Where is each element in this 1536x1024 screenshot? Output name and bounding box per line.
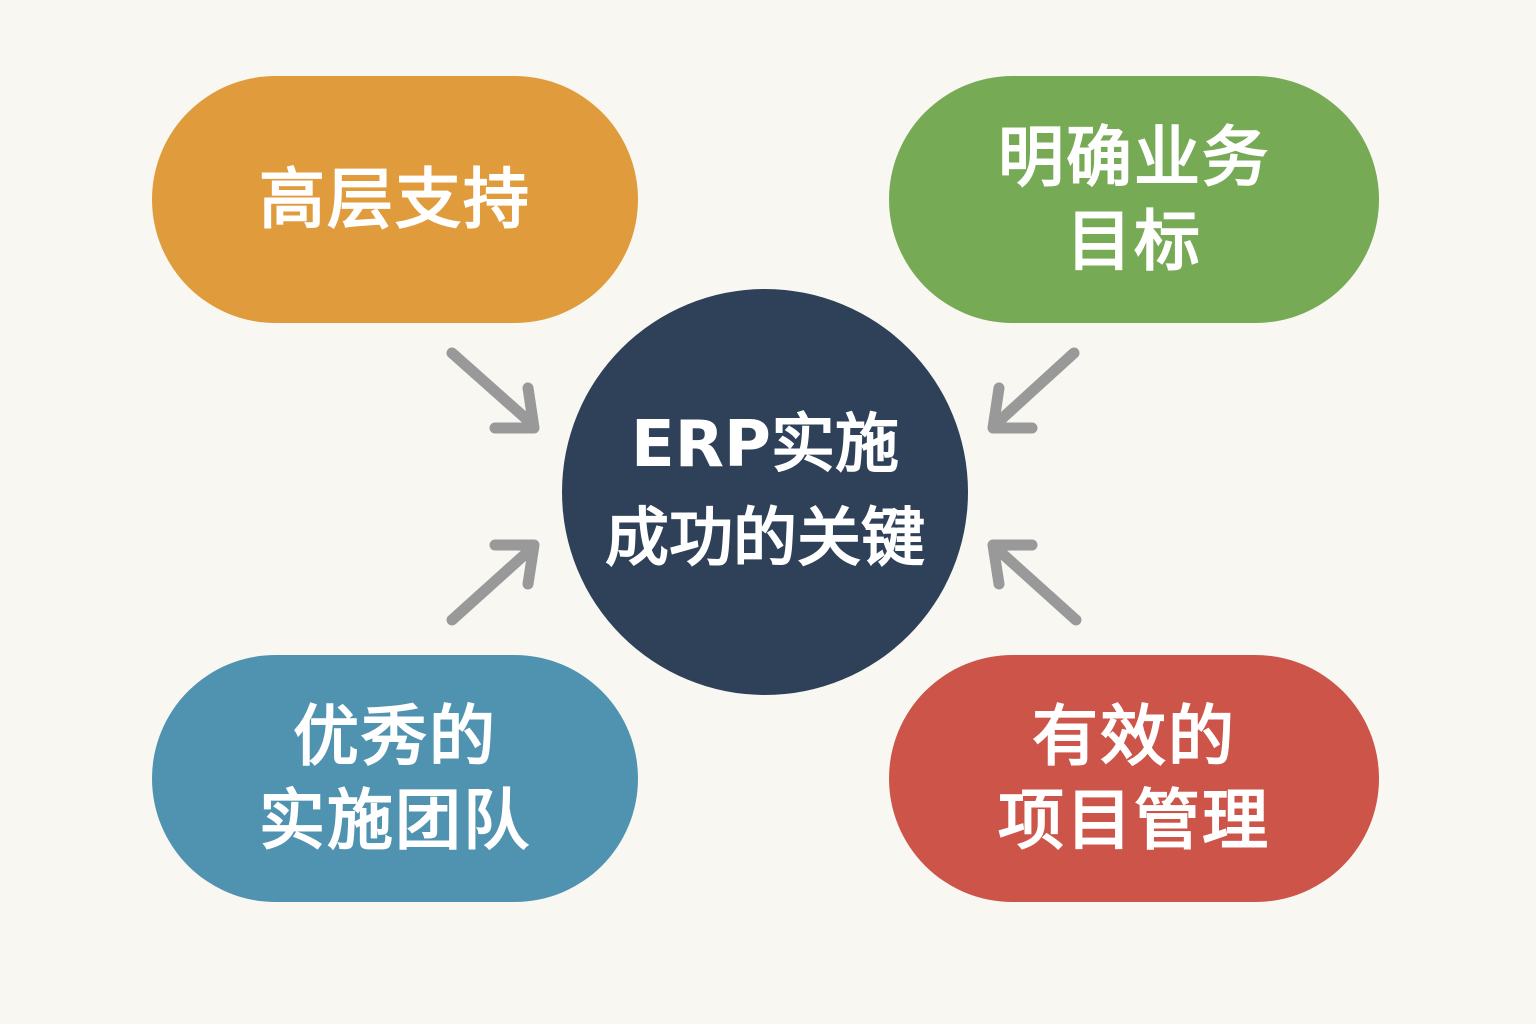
factor-executive-support: 高层支持 xyxy=(152,76,638,323)
factor-implementation-team: 优秀的 实施团队 xyxy=(152,655,638,902)
factor-label: 优秀的 xyxy=(293,697,497,775)
factor-label: 实施团队 xyxy=(259,781,531,859)
center-circle: ERP实施 成功的关键 xyxy=(562,289,968,695)
factor-project-management: 有效的 项目管理 xyxy=(889,655,1379,902)
arrow-bottom-right-icon xyxy=(987,539,1082,626)
arrow-bottom-left-icon xyxy=(446,539,540,626)
factor-label: 有效的 xyxy=(1032,697,1236,775)
center-title: ERP实施 xyxy=(631,408,899,482)
factor-label: 高层支持 xyxy=(259,160,531,238)
factor-label: 目标 xyxy=(1066,202,1202,280)
factor-label: 项目管理 xyxy=(998,781,1270,859)
arrow-top-right-icon xyxy=(987,347,1080,434)
center-subtitle: 成功的关键 xyxy=(605,502,925,576)
factor-clear-business-goals: 明确业务 目标 xyxy=(889,76,1379,323)
factor-label: 明确业务 xyxy=(998,118,1270,196)
arrow-top-left-icon xyxy=(446,347,540,434)
